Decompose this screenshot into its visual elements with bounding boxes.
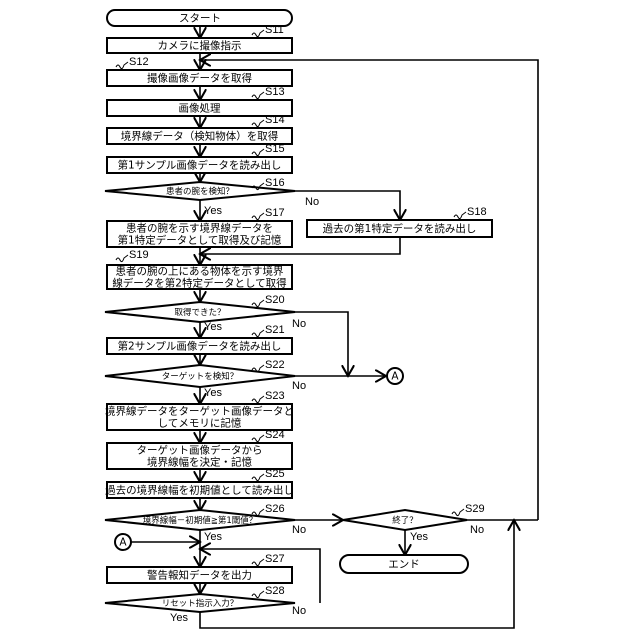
- step-id-S26: S26: [265, 503, 285, 515]
- yes-label: Yes: [170, 612, 188, 624]
- decision-text-S29: 終了？: [392, 515, 418, 526]
- leader-mark: [252, 30, 264, 37]
- leader-mark: [252, 474, 264, 481]
- leader-mark: [116, 62, 128, 69]
- no-label: No: [292, 380, 306, 392]
- leader-mark: [252, 559, 264, 566]
- no-label: No: [305, 196, 319, 208]
- connector-label: A: [391, 371, 399, 383]
- leader-mark: [252, 300, 264, 307]
- step-id-S20: S20: [265, 294, 285, 306]
- step-id-S11: S11: [265, 24, 284, 36]
- step-id-S14: S14: [265, 114, 285, 126]
- yes-label: Yes: [204, 205, 222, 217]
- step-text-S17: 第1特定データとして取得及び記憶: [118, 234, 282, 247]
- leader-mark: [116, 255, 128, 262]
- yes-label: Yes: [204, 387, 222, 399]
- no-label: No: [292, 605, 306, 617]
- decision-text-S28: リセット指示入力？: [162, 598, 239, 609]
- leader-mark: [252, 330, 264, 337]
- step-id-S19: S19: [129, 249, 149, 261]
- yes-label: Yes: [410, 531, 428, 543]
- step-id-S24: S24: [265, 429, 285, 441]
- step-id-S18: S18: [467, 206, 487, 218]
- step-text-S25: 過去の境界線幅を初期値として読み出し: [105, 484, 294, 497]
- step-text-S15: 第1サンプル画像データを読み出し: [118, 159, 282, 172]
- decision-text-S22: ターゲットを検知？: [162, 371, 239, 382]
- start-label: スタート: [179, 13, 221, 25]
- step-id-S21: S21: [265, 324, 285, 336]
- step-id-S29: S29: [465, 503, 485, 515]
- step-id-S12: S12: [129, 56, 149, 68]
- step-id-S17: S17: [265, 207, 285, 219]
- yes-label: Yes: [204, 531, 222, 543]
- leader-mark: [452, 509, 464, 516]
- leader-mark: [252, 509, 264, 516]
- step-text-S13: 画像処理: [179, 102, 221, 115]
- step-id-S23: S23: [265, 390, 285, 402]
- leader-mark: [252, 120, 264, 127]
- step-id-S28: S28: [265, 585, 285, 597]
- step-text-S19: 線データを第2特定データとして取得: [112, 277, 286, 290]
- step-text-S14: 境界線データ（検知物体）を取得: [121, 130, 279, 143]
- step-id-S16: S16: [265, 177, 285, 189]
- no-label: No: [470, 524, 484, 536]
- step-text-S24: ターゲット画像データから: [137, 444, 263, 457]
- step-text-S24: 境界線幅を決定・記憶: [147, 456, 252, 469]
- step-id-S22: S22: [265, 359, 285, 371]
- leader-mark: [454, 212, 466, 219]
- step-id-S13: S13: [265, 86, 285, 98]
- step-text-S27: 警告報知データを出力: [147, 569, 252, 582]
- step-text-S21: 第2サンプル画像データを読み出し: [118, 340, 282, 353]
- no-label: No: [292, 524, 306, 536]
- no-label: No: [292, 318, 306, 330]
- yes-label: Yes: [204, 321, 222, 333]
- step-text-S19: 患者の腕の上にある物体を示す境界: [116, 265, 284, 278]
- decision-text-S26: 境界線幅－初期値≧第1閾値？: [143, 515, 258, 526]
- step-text-S18: 過去の第1特定データを読み出し: [323, 222, 477, 235]
- leader-mark: [252, 213, 264, 220]
- step-text-S17: 患者の腕を示す境界線データを: [126, 222, 273, 235]
- step-text-S11: カメラに撮像指示: [158, 39, 242, 52]
- step-text-S23: してメモリに記憶: [158, 417, 242, 430]
- leader-mark: [252, 435, 264, 442]
- end-label: エンド: [388, 559, 420, 571]
- step-text-S12: 撮像画像データを取得: [147, 72, 252, 85]
- step-text-S23: 境界線データをターゲット画像データと: [105, 405, 294, 418]
- decision-text-S20: 取得できた？: [174, 307, 225, 318]
- leader-mark: [252, 149, 264, 156]
- decision-text-S16: 患者の腕を検知？: [166, 186, 234, 197]
- step-id-S25: S25: [265, 468, 285, 480]
- leader-mark: [252, 591, 264, 598]
- leader-mark: [252, 396, 264, 403]
- leader-mark: [252, 92, 264, 99]
- step-id-S15: S15: [265, 143, 285, 155]
- connector-label: A: [119, 537, 127, 549]
- step-id-S27: S27: [265, 553, 285, 565]
